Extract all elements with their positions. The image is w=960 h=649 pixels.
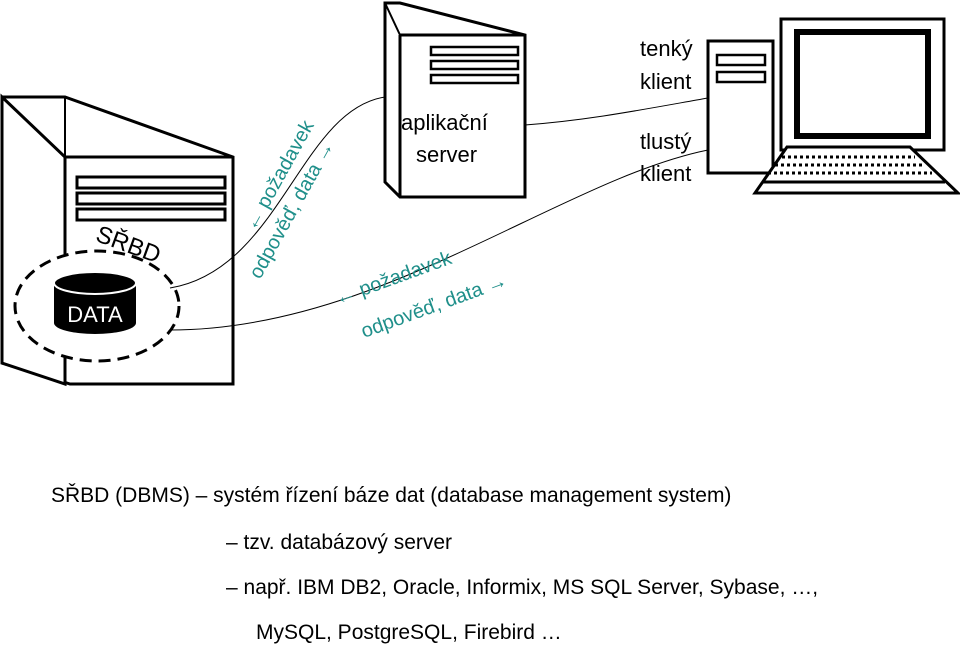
drive-slot — [429, 45, 520, 57]
caption-examples-continued: MySQL, PostgreSQL, Firebird … — [256, 621, 562, 644]
connection-db-to-app-server — [169, 96, 386, 289]
drive-slot — [429, 59, 520, 71]
caption-examples: – např. IBM DB2, Oracle, Informix, MS SQ… — [226, 576, 819, 599]
thick-client-label-line1: tlustý — [640, 129, 691, 154]
client-computer — [706, 17, 960, 195]
connection-db-to-thick-client — [169, 149, 709, 331]
architecture-diagram: SŘBD DATA aplikační server tenký klient … — [0, 1, 960, 387]
drive-slot — [75, 191, 227, 206]
caption-alias: – tzv. databázový server — [226, 531, 453, 554]
data-label: DATA — [67, 302, 123, 327]
monitor-screen — [794, 29, 931, 139]
drive-slot — [429, 73, 520, 85]
application-server-tower: aplikační server — [383, 1, 527, 199]
thick-client-label-line2: klient — [640, 161, 691, 186]
app-server-label-line2: server — [416, 142, 477, 167]
caption-definition: SŘBD (DBMS) – systém řízení báze dat (da… — [51, 484, 732, 507]
thin-client-label-line2: klient — [640, 69, 691, 94]
data-cylinder: DATA — [53, 271, 137, 334]
thin-client-label-line1: tenký — [640, 36, 693, 61]
drive-slot — [75, 175, 227, 190]
client-keyboard — [752, 145, 960, 195]
app-server-label-line1: aplikační — [401, 110, 488, 135]
connection-app-server-to-client — [524, 97, 709, 126]
drive-slot — [75, 207, 227, 222]
